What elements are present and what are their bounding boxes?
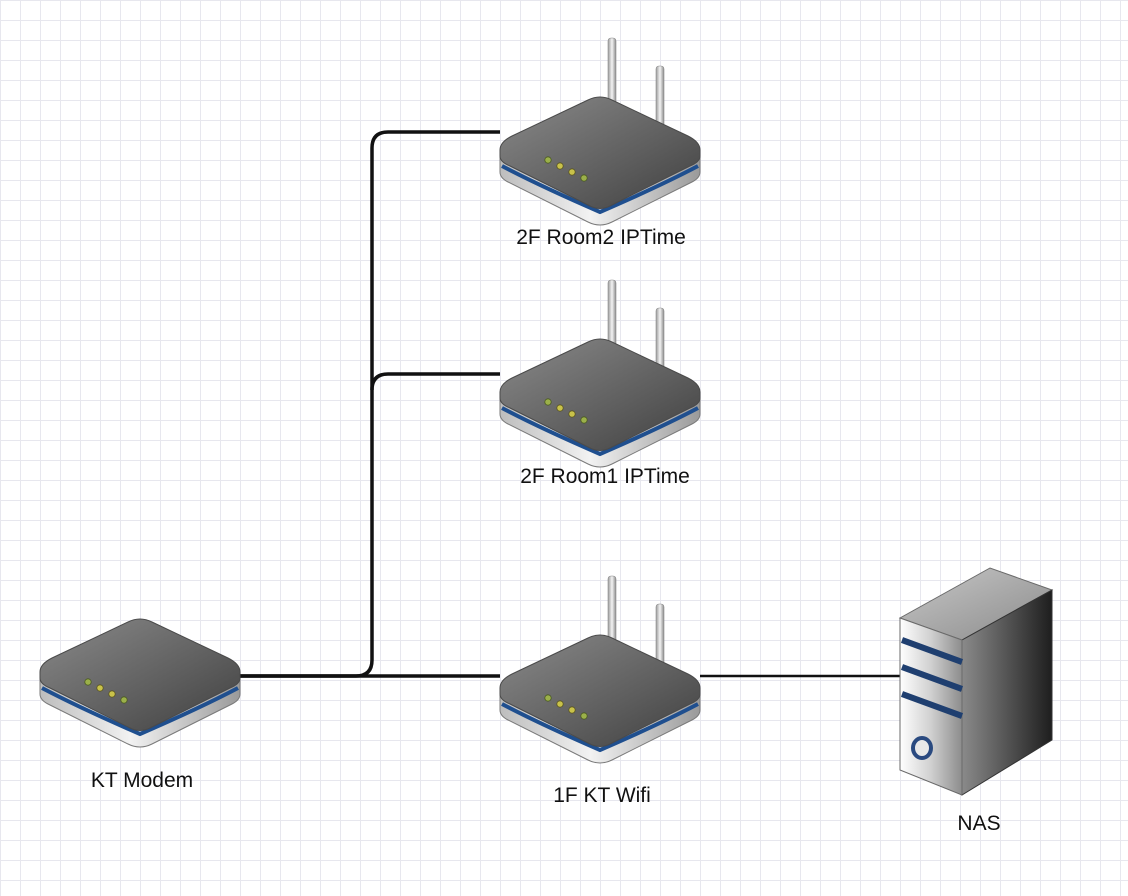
modem-icon[interactable] — [38, 617, 242, 749]
label-room1: 2F Room1 IPTime — [520, 465, 690, 488]
connectors — [238, 130, 900, 678]
router-room1-icon[interactable] — [498, 279, 702, 469]
router-kt-wifi-icon[interactable] — [498, 575, 702, 765]
label-nas: NAS — [957, 812, 1001, 835]
nas-server-icon[interactable] — [898, 567, 1054, 796]
label-kt-wifi: 1F KT Wifi — [553, 784, 651, 807]
edge-modem-to-room2 — [238, 130, 500, 678]
edge-modem-to-room1 — [370, 372, 500, 391]
router-room2-icon[interactable] — [498, 37, 702, 227]
label-modem: KT Modem — [90, 769, 194, 792]
label-room2: 2F Room2 IPTime — [516, 226, 686, 249]
